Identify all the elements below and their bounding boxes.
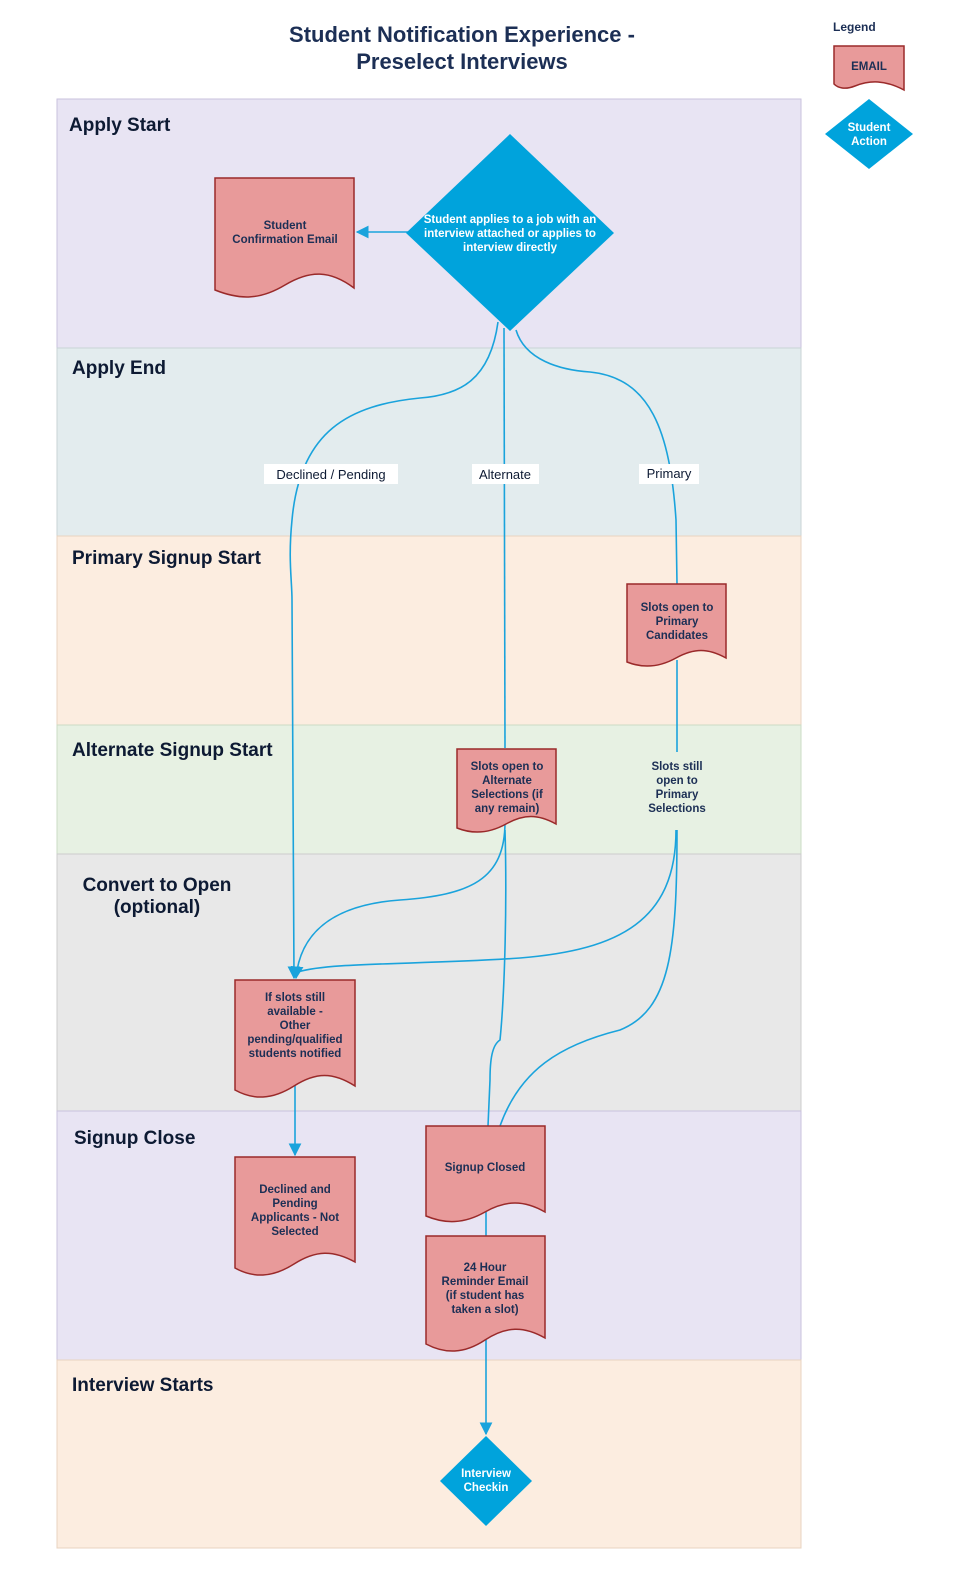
node-slots-alternate: Slots open to Alternate Selections (if a… <box>456 748 557 833</box>
edge-alternate-branch <box>503 327 506 749</box>
node-text: any remain) <box>475 803 540 815</box>
edge-label-bg-alternate <box>472 464 539 484</box>
text-bg <box>644 756 710 818</box>
doc-shape <box>425 1125 546 1223</box>
node-apply-action: Student applies to a job with an intervi… <box>406 134 614 331</box>
node-text: open to <box>656 775 698 787</box>
diamond-shape <box>406 134 614 331</box>
node-text: (if student has <box>446 1290 525 1302</box>
doc-shape <box>234 979 356 1098</box>
edge-primary-to-available <box>297 829 677 973</box>
edges <box>287 225 678 1436</box>
lane-label-convert-to-open-line2: (optional) <box>114 897 201 918</box>
edge-label-bg-declined <box>264 464 398 484</box>
legend-action-label-line1: Student <box>848 122 891 134</box>
node-text: pending/qualified <box>247 1034 342 1046</box>
doc-shape <box>214 177 355 298</box>
edge-label-declined: Declined / Pending <box>276 467 385 482</box>
node-text: Slots open to <box>641 602 714 614</box>
node-text: Alternate <box>482 775 532 787</box>
node-text: Slots still <box>651 761 702 773</box>
lane-label-interview-starts: Interview Starts <box>72 1375 214 1396</box>
diagram-title-line2: Preselect Interviews <box>356 49 568 74</box>
node-slots-still-open: Slots still open to Primary Selections <box>644 756 710 818</box>
edge-label-bg-primary <box>639 464 699 484</box>
legend-action-shape <box>825 99 913 169</box>
doc-shape <box>456 748 557 833</box>
node-confirmation-email: Student Confirmation Email <box>214 177 355 298</box>
node-slots-primary: Slots open to Primary Candidates <box>626 583 727 667</box>
node-text: available - <box>267 1006 323 1018</box>
edge-primary-to-closed <box>499 829 678 1127</box>
legend-action-label-line2: Action <box>851 136 887 148</box>
node-text: Student <box>264 220 307 232</box>
node-text: 24 Hour <box>464 1262 507 1274</box>
lane-label-alternate-signup-start: Alternate Signup Start <box>72 740 273 761</box>
node-text: interview attached or applies to <box>424 228 596 240</box>
node-text: Interview <box>461 1468 511 1480</box>
node-declined-pending: Declined and Pending Applicants - Not Se… <box>234 1156 356 1276</box>
node-slots-available: If slots still available - Other pending… <box>234 979 356 1098</box>
diamond-shape <box>440 1436 532 1526</box>
node-text: Reminder Email <box>442 1276 529 1288</box>
edge-label-primary: Primary <box>647 466 692 481</box>
doc-shape <box>425 1235 546 1352</box>
edge-labels: Declined / Pending Alternate Primary <box>264 464 699 484</box>
doc-shape <box>626 583 727 667</box>
node-text: students notified <box>249 1048 342 1060</box>
node-text: Slots open to <box>471 761 544 773</box>
lane-interview-starts <box>56 1359 802 1549</box>
lane-label-apply-start: Apply Start <box>69 115 171 136</box>
node-text: Primary <box>656 789 699 801</box>
doc-shape <box>234 1156 356 1276</box>
nodes: Student Confirmation Email Student appli… <box>214 134 727 1526</box>
node-text: Primary <box>656 616 699 628</box>
legend-email-label: EMAIL <box>851 61 887 73</box>
lane-label-signup-close: Signup Close <box>74 1128 195 1149</box>
node-reminder-email: 24 Hour Reminder Email (if student has t… <box>425 1235 546 1352</box>
node-text: Pending <box>272 1198 317 1210</box>
node-text: Candidates <box>646 630 708 642</box>
node-text: Selections (if <box>471 789 543 801</box>
node-text: If slots still <box>265 992 325 1004</box>
node-text: Signup Closed <box>445 1162 526 1174</box>
edge-alternate-to-available <box>290 821 506 980</box>
edge-declined-branch <box>287 321 499 980</box>
node-signup-closed: Signup Closed <box>425 1125 546 1223</box>
lane-label-primary-signup-start: Primary Signup Start <box>72 548 262 569</box>
node-interview-checkin: Interview Checkin <box>440 1436 532 1526</box>
edge-label-alternate: Alternate <box>479 467 531 482</box>
node-text: Applicants - Not <box>251 1212 339 1224</box>
legend: Legend EMAIL Student Action <box>825 20 913 169</box>
node-text: Other <box>280 1020 311 1032</box>
lane-label-apply-end: Apply End <box>72 358 166 379</box>
node-text: Checkin <box>464 1482 509 1494</box>
diagram-title-line1: Student Notification Experience - <box>289 22 635 47</box>
node-text: Student applies to a job with an <box>424 214 597 226</box>
node-text: interview directly <box>463 242 558 254</box>
lane-label-convert-to-open-line1: Convert to Open <box>83 875 232 896</box>
node-text: Declined and <box>259 1184 331 1196</box>
legend-title: Legend <box>833 20 876 34</box>
node-text: Confirmation Email <box>232 234 337 246</box>
node-text: Selections <box>648 803 706 815</box>
edge-alternate-to-closed <box>487 829 507 1127</box>
lane-apply-end <box>56 347 802 537</box>
legend-email-shape <box>833 45 905 92</box>
node-text: Selected <box>271 1226 318 1238</box>
node-text: taken a slot) <box>451 1304 518 1316</box>
